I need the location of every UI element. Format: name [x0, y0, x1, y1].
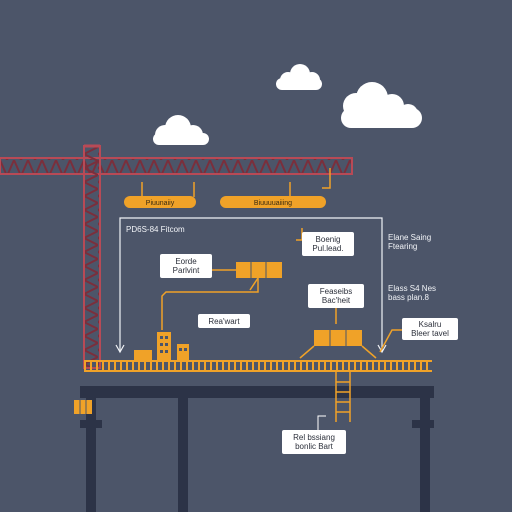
- card-center-text: Rea'wart: [208, 317, 240, 326]
- diagram-title: PD6S-84 Fitcom: [126, 225, 185, 234]
- ladder-icon: [335, 372, 351, 422]
- card-bottom: Rel bssiang bonlic Bart: [282, 415, 346, 454]
- pill-left-text: Piuunaiiy: [146, 200, 175, 207]
- card-top: Boenig Pul.lead.: [296, 228, 354, 256]
- support-structure: [80, 386, 434, 512]
- card-left-line1: Eorde: [175, 257, 197, 266]
- container-icon: [74, 400, 92, 414]
- building-icon: [134, 350, 152, 360]
- card-top-line1: Boenig: [316, 235, 341, 244]
- card-left-line2: Parlvint: [173, 266, 200, 275]
- building-icon: [157, 332, 171, 360]
- pill-label-right: Biuuuuaiiing: [220, 182, 326, 208]
- container-icon: [299, 330, 377, 359]
- card-right-line1: Ksalru: [419, 320, 442, 329]
- right-heading-2: Ftearing: [388, 242, 417, 251]
- crane-icon: [0, 144, 353, 369]
- frame-lines: [115, 217, 387, 354]
- card-mid-line2: Bac'heit: [322, 296, 351, 305]
- cloud-icon: [276, 64, 322, 90]
- card-right-line2: Bleer tavel: [411, 329, 449, 338]
- hook-line: [322, 168, 331, 189]
- card-bottom-line2: bonlic Bart: [295, 442, 334, 451]
- card-mid: Feaseibs Bac'heit: [308, 284, 364, 324]
- pill-label-left: Piuunaiiy: [124, 182, 196, 208]
- cloud-icon: [341, 82, 422, 128]
- building-icon: [177, 344, 189, 360]
- card-left: Eorde Parlvint: [160, 254, 236, 278]
- right-heading-1: Elane Saing: [388, 233, 431, 242]
- card-top-line2: Pul.lead.: [312, 244, 343, 253]
- deck: [84, 360, 432, 372]
- right-mid-2: bass plan.8: [388, 293, 429, 302]
- card-center: Rea'wart: [198, 314, 250, 328]
- pill-right-text: Biuuuuaiiing: [254, 200, 292, 207]
- card-bottom-line1: Rel bssiang: [293, 433, 335, 442]
- card-mid-line1: Feaseibs: [320, 287, 352, 296]
- cloud-icon: [153, 115, 209, 145]
- container-icon: [161, 262, 282, 330]
- right-mid-1: Elass S4 Nes: [388, 284, 436, 293]
- card-right: Ksalru Bleer tavel: [379, 318, 458, 353]
